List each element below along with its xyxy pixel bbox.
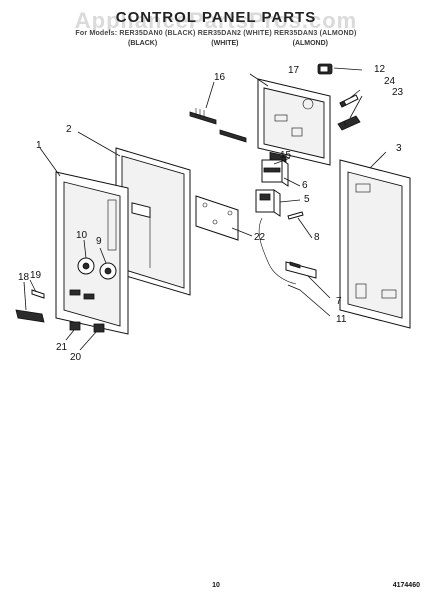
panel-button: [83, 293, 95, 300]
color-black: (BLACK): [128, 40, 158, 47]
callout-17: 17: [288, 65, 300, 76]
part-19-pin: [31, 289, 45, 299]
callout-8: 8: [314, 232, 320, 243]
part-2-control-panel: [115, 147, 191, 296]
callout-18: 18: [18, 272, 30, 283]
callout-20: 20: [70, 352, 82, 363]
callout-15: 15: [280, 150, 292, 161]
part-17-control-board: [257, 78, 331, 166]
panel-button: [69, 289, 81, 296]
callout-7: 7: [336, 296, 342, 307]
part-23-terminal-block: [337, 115, 361, 131]
part-8-screw: [287, 211, 304, 220]
callout-5: 5: [304, 194, 310, 205]
callout-19: 19: [30, 270, 42, 281]
part-24-fuse: [339, 94, 359, 108]
part-7-bracket: [285, 261, 317, 279]
callout-9: 9: [96, 236, 102, 247]
part-9-knob: [99, 262, 117, 280]
part-3-side-panel: [339, 159, 411, 329]
callout-21: 21: [56, 342, 68, 353]
part-5-switch: [255, 189, 281, 217]
model-colors: (BLACK) (WHITE) (ALMOND): [128, 40, 328, 47]
part-11-screw: [287, 284, 301, 291]
callout-11: 11: [336, 314, 347, 325]
part-1-front-panel: [55, 171, 129, 335]
callout-16: 16: [214, 72, 226, 83]
page-number: 10: [212, 582, 220, 589]
callout-10: 10: [76, 230, 88, 241]
callout-24: 24: [384, 76, 396, 87]
color-almond: (ALMOND): [292, 40, 328, 47]
part-16-connector-strip: [189, 108, 247, 143]
document-number: 4174460: [392, 582, 420, 589]
callout-3: 3: [396, 143, 402, 154]
callout-12: 12: [374, 64, 386, 75]
part-18-lever: [15, 309, 45, 323]
callout-2: 2: [66, 124, 72, 135]
color-white: (WHITE): [211, 40, 239, 47]
model-line: For Models: RER35DAN0 (BLACK) RER35DAN2 …: [75, 30, 357, 37]
callout-22: 22: [254, 232, 266, 243]
part-10-knob: [77, 257, 95, 275]
callout-23: 23: [392, 87, 404, 98]
watermark: AppliancePartsPros.com: [74, 8, 358, 33]
callout-6: 6: [302, 180, 308, 191]
diagram-title: CONTROL PANEL PARTS: [115, 9, 317, 26]
part-12-connector: [317, 63, 333, 75]
callout-1: 1: [36, 140, 42, 151]
part-21-clip: [69, 321, 81, 331]
part-20-clip: [93, 323, 105, 333]
part-22-mounting-plate: [195, 195, 239, 241]
wire-harness: [258, 217, 297, 285]
